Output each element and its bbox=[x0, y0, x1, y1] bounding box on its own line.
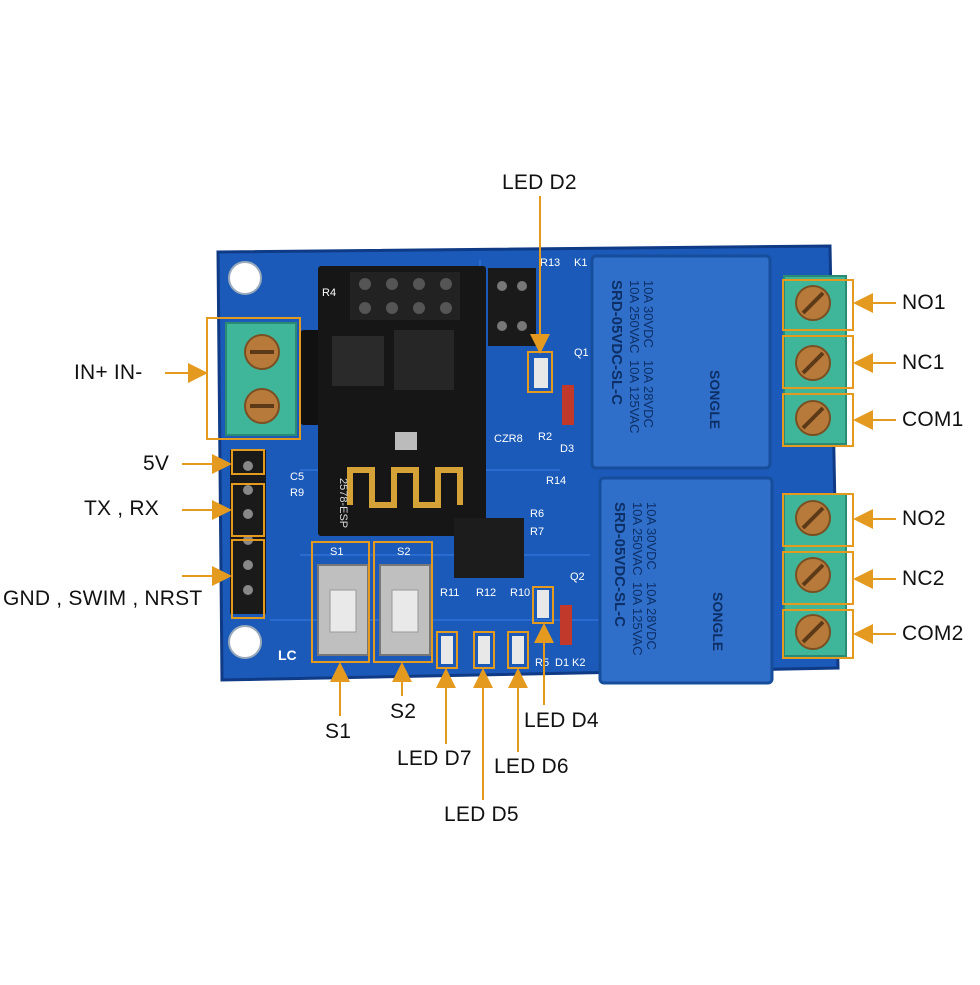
silk-r12: R12 bbox=[476, 587, 496, 599]
relay-1-rating-3: 10A 125VAC bbox=[627, 360, 642, 433]
label-led-d7: LED D7 bbox=[397, 747, 472, 770]
label-nc2: NC2 bbox=[902, 567, 945, 590]
diode-d1 bbox=[560, 605, 572, 645]
mount-hole bbox=[228, 261, 262, 295]
relay-2-brand: SONGLE bbox=[710, 592, 726, 651]
switch-s2 bbox=[379, 564, 431, 656]
switch-s1 bbox=[317, 564, 369, 656]
silk-r14: R14 bbox=[546, 475, 566, 487]
label-com2: COM2 bbox=[902, 622, 964, 645]
led-d7-part bbox=[441, 636, 453, 664]
silk-r2: R2 bbox=[538, 431, 552, 443]
relay-1-model: SRD-05VDC-SL-C bbox=[608, 280, 625, 405]
label-led-d4: LED D4 bbox=[524, 709, 599, 732]
silkscreen: S1 S2 R11 R12 R10 R13 K1 Q1 R14 R6 R7 Q2… bbox=[278, 257, 589, 669]
silk-s2: S2 bbox=[397, 546, 410, 558]
esp-marking: 2578-ESP bbox=[337, 478, 349, 528]
led-d2-part bbox=[534, 358, 548, 388]
label-in: IN+ IN- bbox=[74, 361, 143, 384]
relay-2-model: SRD-05VDC-SL-C bbox=[611, 502, 628, 627]
diode-d3 bbox=[562, 385, 574, 425]
silk-q2: Q2 bbox=[570, 571, 585, 583]
silk-r10: R10 bbox=[510, 587, 530, 599]
label-txrx: TX , RX bbox=[84, 497, 159, 520]
silk-c5: C5 bbox=[290, 471, 304, 483]
silk-czr8: CZR8 bbox=[494, 433, 523, 445]
board-brand: LC bbox=[278, 647, 297, 663]
silk-s1: S1 bbox=[330, 546, 343, 558]
callout-arrows bbox=[165, 196, 896, 800]
silk-r7: R7 bbox=[530, 526, 544, 538]
esp-header-pins bbox=[350, 272, 460, 320]
pin-headers bbox=[230, 450, 266, 614]
relay-1-rating-4: 10A 28VDC bbox=[641, 360, 656, 428]
label-gnd-swim-nrst: GND , SWIM , NRST bbox=[3, 587, 203, 610]
led-d4-part bbox=[537, 590, 549, 618]
relay-2-rating-2: 10A 30VDC bbox=[644, 502, 659, 570]
label-5v: 5V bbox=[143, 452, 170, 475]
silk-r9: R9 bbox=[290, 487, 304, 499]
relay-2: 10A 250VAC 10A 30VDC 10A 125VAC 10A 28VD… bbox=[598, 476, 774, 685]
label-com1: COM1 bbox=[902, 408, 964, 431]
label-no1: NO1 bbox=[902, 291, 946, 314]
relay-2-rating-1: 10A 250VAC bbox=[630, 502, 645, 575]
label-led-d6: LED D6 bbox=[494, 755, 569, 778]
silk-r13: R13 bbox=[540, 257, 560, 269]
input-terminal bbox=[225, 322, 297, 436]
silk-d1: D1 bbox=[555, 657, 569, 669]
silk-k2: K2 bbox=[572, 657, 585, 669]
silk-r6: R6 bbox=[530, 508, 544, 520]
relay-2-rating-4: 10A 28VDC bbox=[644, 582, 659, 650]
led-d6-part bbox=[512, 636, 524, 664]
esp01-module: 2578-ESP bbox=[318, 266, 486, 536]
silk-d3: D3 bbox=[560, 443, 574, 455]
label-led-d5: LED D5 bbox=[444, 803, 519, 826]
mcu-chip bbox=[454, 518, 524, 578]
silk-r11: R11 bbox=[440, 587, 459, 599]
relay-2-rating-3: 10A 125VAC bbox=[630, 582, 645, 655]
relay-1-rating-1: 10A 250VAC bbox=[627, 280, 642, 353]
label-led-d2: LED D2 bbox=[502, 171, 577, 194]
label-no2: NO2 bbox=[902, 507, 946, 530]
relay-1: 10A 250VAC 10A 30VDC 10A 125VAC 10A 28VD… bbox=[590, 254, 772, 470]
label-s2: S2 bbox=[390, 700, 417, 723]
jumper-header bbox=[488, 268, 536, 346]
led-d5-part bbox=[478, 636, 490, 664]
output-terminals bbox=[783, 275, 847, 657]
mount-hole bbox=[228, 625, 262, 659]
silk-q1: Q1 bbox=[574, 347, 589, 359]
label-s1: S1 bbox=[325, 720, 352, 743]
silk-r4: R4 bbox=[322, 287, 336, 299]
silk-k1: K1 bbox=[574, 257, 587, 269]
relay-1-brand: SONGLE bbox=[707, 370, 723, 429]
silk-r5: R5 bbox=[535, 657, 549, 669]
label-nc1: NC1 bbox=[902, 351, 945, 374]
relay-1-rating-2: 10A 30VDC bbox=[641, 280, 656, 348]
